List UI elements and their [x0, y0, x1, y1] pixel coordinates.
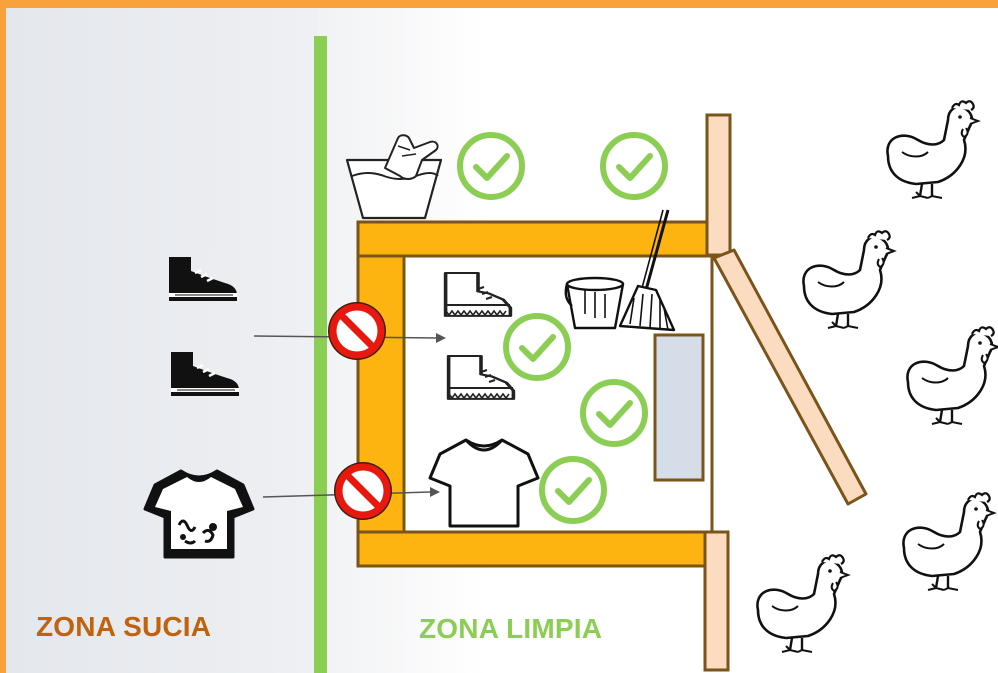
dirty-shirt-icon: [143, 469, 255, 559]
handwash-basin-icon: [345, 134, 443, 220]
broom-icon: [618, 209, 676, 332]
clean-zone-label: ZONA LIMPIA: [419, 613, 603, 644]
side-window: [653, 333, 705, 482]
anteroom-bottom-wall: [356, 530, 716, 568]
check-icon-4: [583, 382, 645, 444]
barn-wall-lower: [703, 530, 730, 672]
prohibited-icon-2: [334, 462, 392, 520]
prohibited-icon-1: [328, 302, 386, 360]
dirty-zone: [6, 8, 318, 673]
anteroom: [356, 220, 716, 568]
barn-door-open: [712, 248, 868, 506]
barn-wall-upper: [705, 113, 732, 257]
check-icon-5: [542, 459, 604, 521]
anteroom-left-wall: [356, 254, 406, 534]
check-icon-1: [460, 135, 522, 197]
dirty-zone-label: ZONA SUCIA: [36, 611, 212, 642]
bucket-icon: [564, 276, 625, 330]
check-icon-3: [506, 316, 568, 378]
zone-divider: [314, 36, 327, 673]
check-icon-2: [603, 135, 665, 197]
